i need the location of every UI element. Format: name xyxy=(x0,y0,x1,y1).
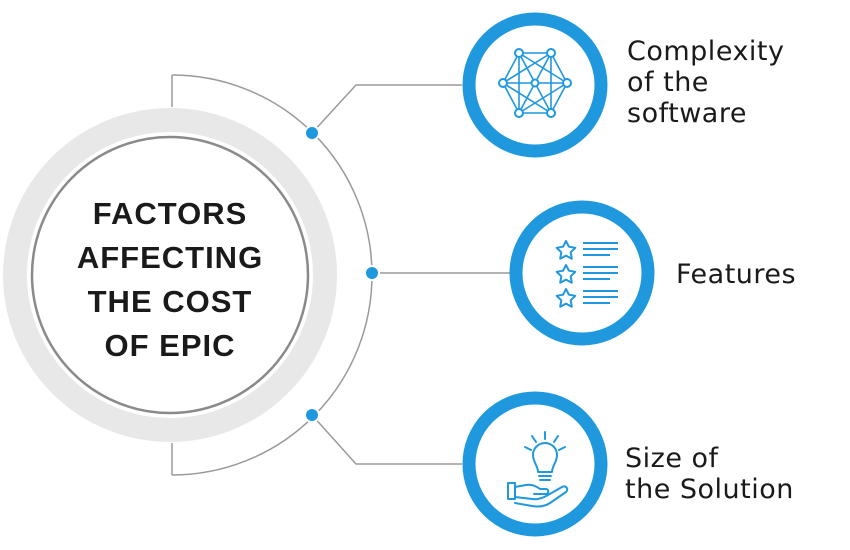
center-title-line: OF EPIC xyxy=(104,328,236,363)
connector-line-1 xyxy=(311,84,462,134)
center-title-line: AFFECTING xyxy=(76,240,264,275)
center-title-line: FACTORS xyxy=(92,196,248,231)
factor-label-line: Features xyxy=(676,259,797,290)
connector-dot-2 xyxy=(364,265,380,281)
center-outer-ring xyxy=(3,108,337,442)
connector-dot-1 xyxy=(304,125,320,141)
connector-dot-3 xyxy=(304,407,320,423)
network-icon xyxy=(498,48,572,118)
factor-label-size: Size of the Solution xyxy=(625,443,794,505)
factor-label-line: the Solution xyxy=(625,474,794,505)
factor-label-features: Features xyxy=(676,259,796,290)
factor-circle-2 xyxy=(509,200,655,346)
center-inner-ring xyxy=(30,135,310,415)
factor-label-line: Complexity xyxy=(627,36,785,67)
factor-label-line: of the xyxy=(627,67,709,98)
center-title-line: THE COST xyxy=(87,284,253,319)
factor-label-complexity: Complexity of the software xyxy=(627,36,785,129)
factor-label-line: Size of xyxy=(625,443,719,474)
center-title: FACTORS AFFECTING THE COST OF EPIC xyxy=(40,180,300,380)
star-list-icon xyxy=(555,240,618,308)
lightbulb-hand-icon xyxy=(507,431,569,508)
connector-line-3 xyxy=(311,414,462,465)
factor-label-line: software xyxy=(627,98,747,129)
